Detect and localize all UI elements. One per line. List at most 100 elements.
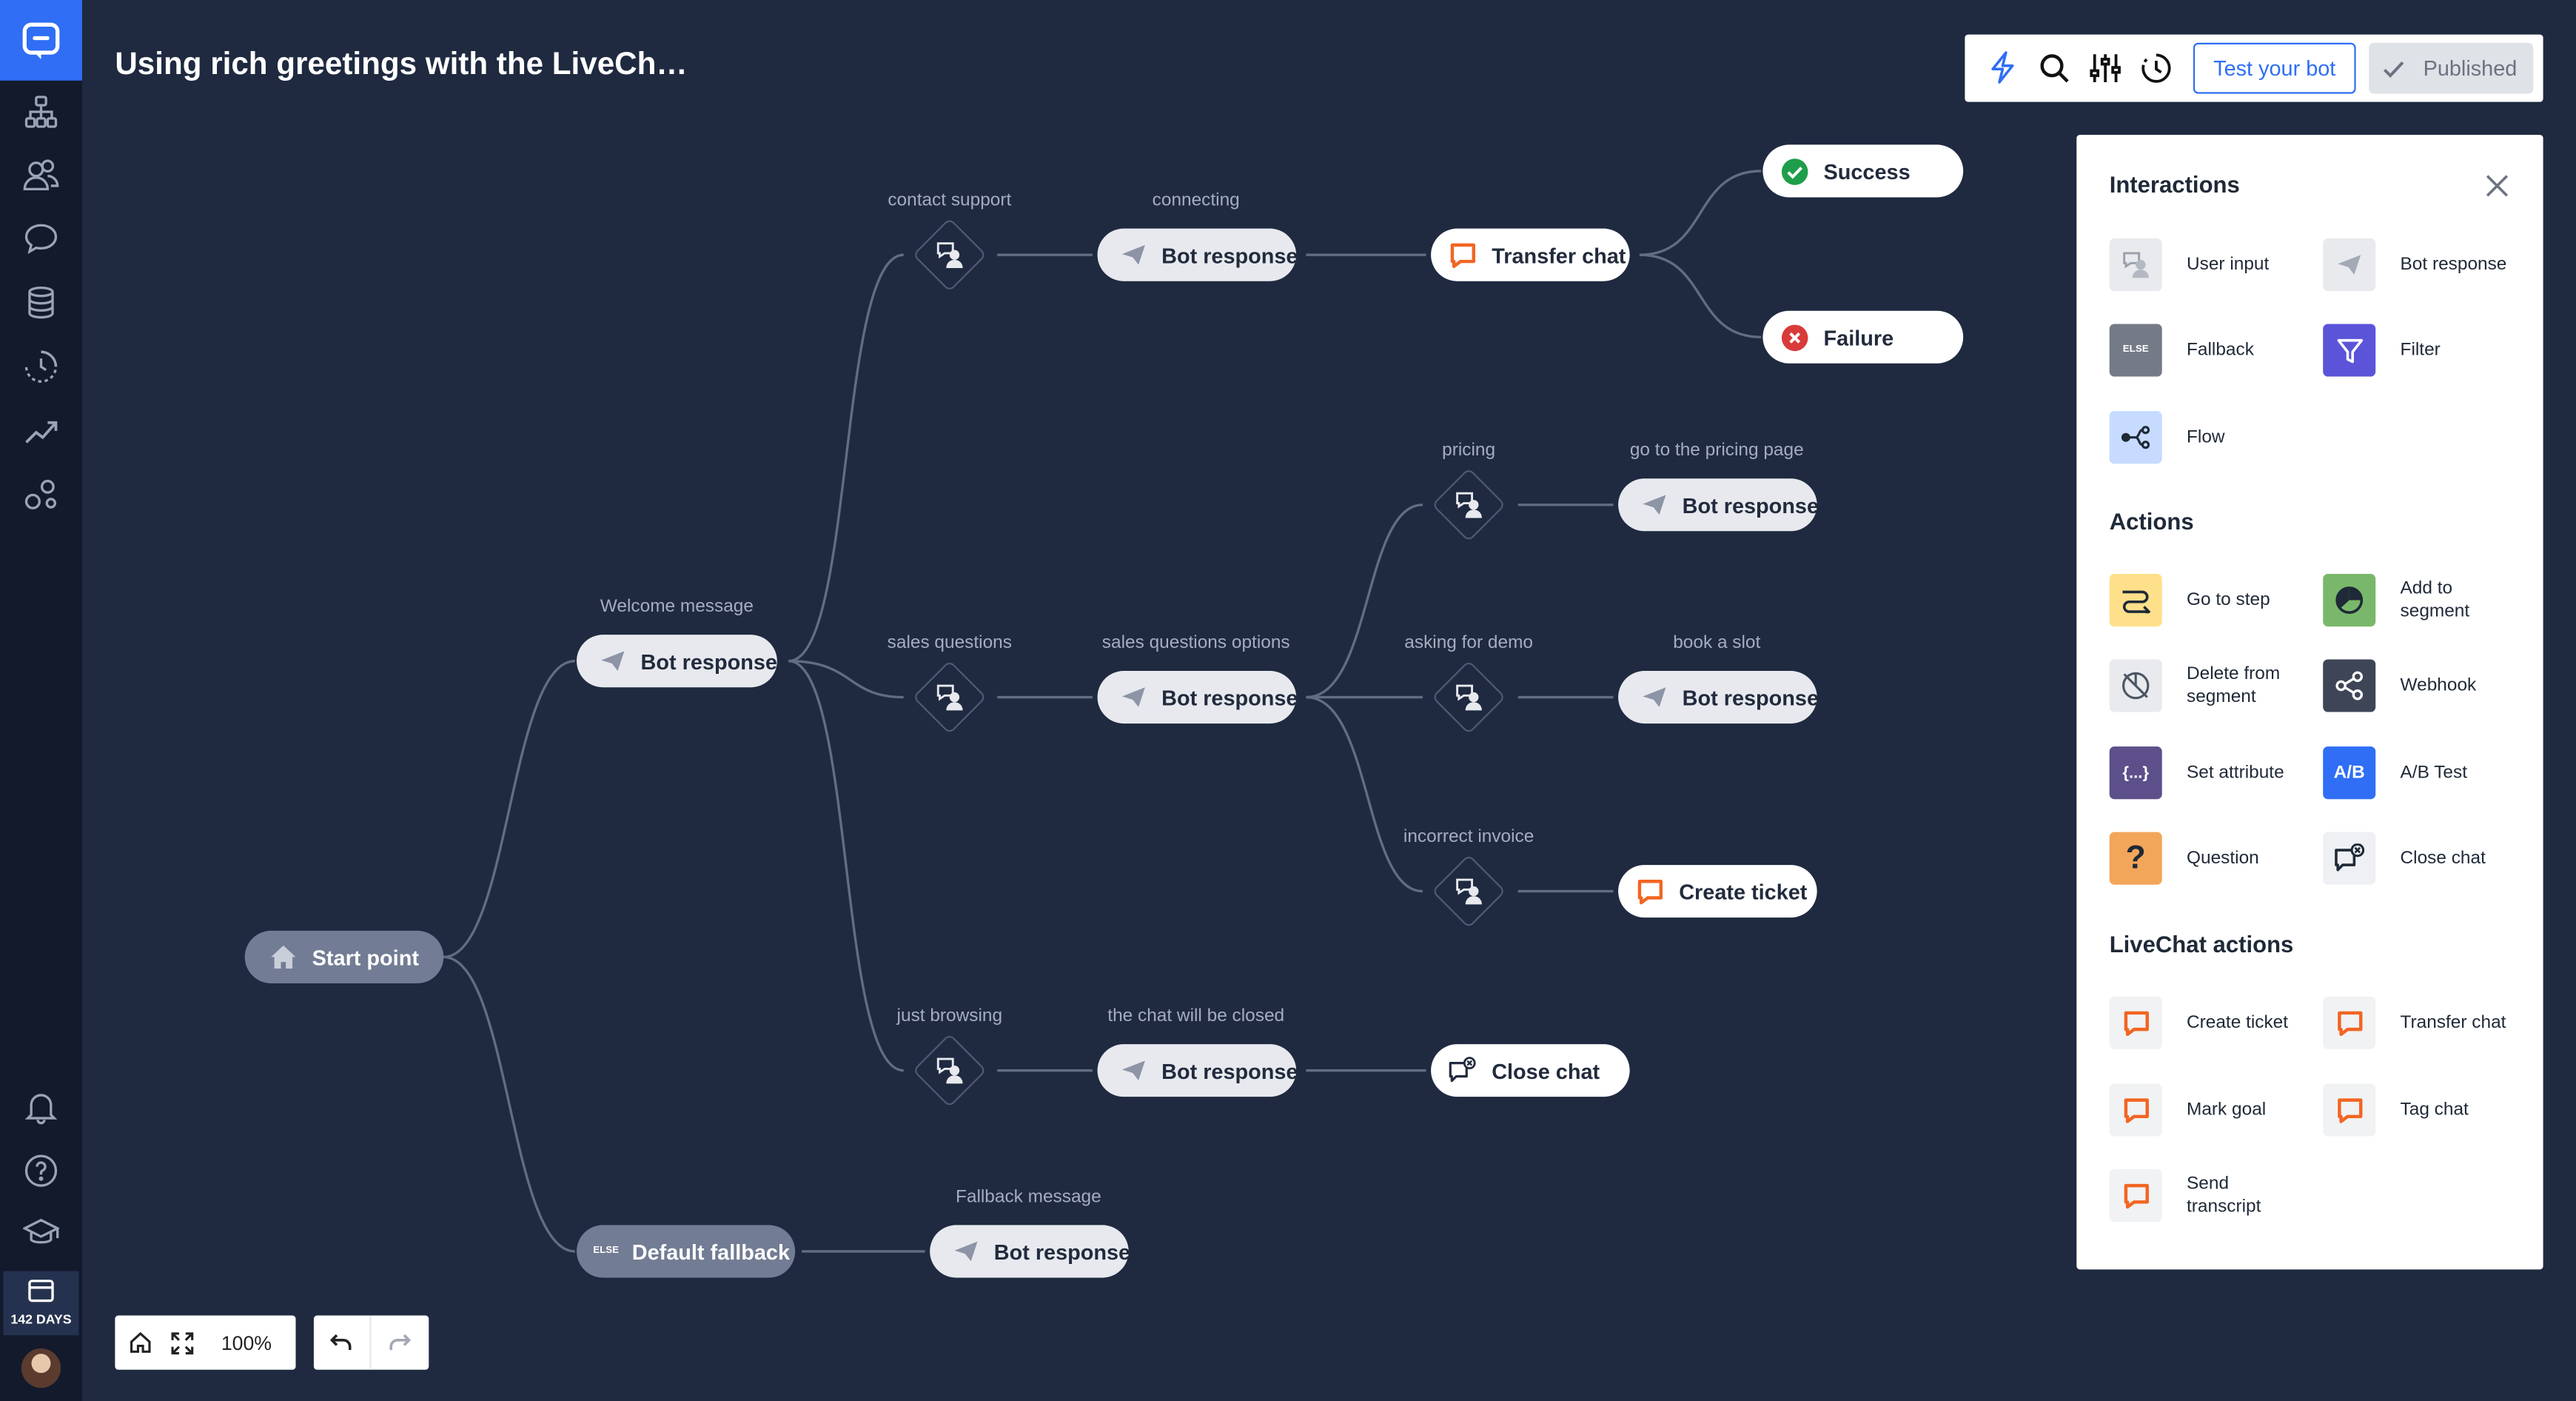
bot-response-node[interactable]: Bot response: [1097, 228, 1298, 281]
chat-bubble-icon: [2109, 996, 2162, 1049]
trial-days-label: 142 DAYS: [10, 1312, 72, 1328]
home-view-icon[interactable]: [115, 1316, 164, 1370]
bot-response-node[interactable]: Bot response: [1097, 671, 1298, 724]
livechat-create-ticket[interactable]: Create ticket: [2109, 996, 2305, 1049]
zoom-level[interactable]: 100%: [221, 1331, 272, 1354]
livechat-send-transcript[interactable]: Send transcript: [2109, 1168, 2305, 1222]
undo-icon[interactable]: [314, 1316, 369, 1370]
chat-bubble-icon: [2323, 1083, 2376, 1137]
transfer-chat-node[interactable]: Transfer chat: [1431, 228, 1630, 281]
interaction-label: User input: [2187, 255, 2270, 275]
search-icon[interactable]: [2037, 51, 2070, 84]
help-icon[interactable]: [21, 1151, 61, 1190]
close-chat-icon: [2323, 832, 2376, 885]
label-connecting: connecting: [1152, 190, 1240, 211]
chat-bubble-icon: [2109, 1168, 2162, 1222]
send-icon: [600, 646, 626, 676]
create-ticket-label: Create ticket: [1679, 878, 1808, 904]
failure-node[interactable]: Failure: [1762, 310, 1964, 364]
integrations-icon[interactable]: [21, 475, 61, 515]
published-button[interactable]: Published: [2369, 42, 2534, 94]
divider: [369, 1315, 372, 1370]
avatar[interactable]: [21, 1348, 61, 1388]
interaction-filter[interactable]: Filter: [2323, 324, 2518, 377]
lightning-icon[interactable]: [1986, 51, 2019, 84]
bot-response-label: Bot response: [1161, 242, 1298, 267]
action-label: Question: [2187, 848, 2259, 869]
action-delete-from-segment[interactable]: Delete from segment: [2109, 659, 2305, 712]
action-go-to-step[interactable]: Go to step: [2109, 574, 2305, 627]
action-close-chat[interactable]: Close chat: [2323, 832, 2518, 885]
livechat-tag-chat[interactable]: Tag chat: [2323, 1083, 2518, 1137]
success-node[interactable]: Success: [1762, 144, 1964, 198]
bot-response-node[interactable]: Bot response: [1097, 1044, 1298, 1097]
action-label: Add to segment: [2400, 578, 2470, 622]
interactions-heading: Interactions: [2109, 170, 2240, 198]
history-icon[interactable]: [21, 347, 61, 387]
action-question[interactable]: ? Question: [2109, 832, 2305, 885]
interaction-fallback[interactable]: ELSE Fallback: [2109, 324, 2305, 377]
interaction-label: Bot response: [2400, 255, 2507, 275]
user-input-icon: [930, 235, 969, 275]
fit-screen-icon[interactable]: [164, 1316, 201, 1370]
chat-bubble-icon: [1634, 877, 1664, 906]
action-label: Delete from segment: [2187, 664, 2281, 707]
interaction-bot-response[interactable]: Bot response: [2323, 238, 2518, 292]
failure-label: Failure: [1823, 324, 1894, 350]
livechat-label: Send transcript: [2187, 1174, 2261, 1217]
send-icon: [1121, 240, 1147, 270]
action-set-attribute[interactable]: {...} Set attribute: [2109, 746, 2305, 800]
test-bot-button[interactable]: Test your bot: [2193, 42, 2356, 94]
interaction-flow[interactable]: Flow: [2109, 411, 2305, 464]
redo-icon[interactable]: [372, 1316, 427, 1370]
action-add-to-segment[interactable]: Add to segment: [2323, 574, 2518, 627]
interaction-user-input[interactable]: User input: [2109, 238, 2305, 292]
livechat-label: Tag chat: [2400, 1100, 2469, 1120]
audience-icon[interactable]: [21, 155, 61, 194]
database-icon[interactable]: [21, 283, 61, 322]
bot-response-node[interactable]: Bot response: [577, 635, 777, 688]
check-icon: [2384, 60, 2404, 77]
bot-response-label: Bot response: [1161, 1057, 1298, 1083]
chat-bubble-icon: [2323, 996, 2376, 1049]
history-clock-icon[interactable]: [2139, 51, 2172, 84]
success-label: Success: [1823, 158, 1911, 184]
send-icon: [2323, 238, 2376, 292]
interaction-label: Flow: [2187, 427, 2225, 448]
chatbot-logo-icon[interactable]: [0, 0, 82, 81]
bot-response-node[interactable]: Bot response: [930, 1225, 1130, 1278]
user-input-icon: [930, 678, 969, 717]
start-point-node[interactable]: Start point: [244, 930, 444, 983]
bot-response-node[interactable]: Bot response: [1618, 478, 1819, 532]
create-ticket-node[interactable]: Create ticket: [1618, 865, 1817, 918]
action-webhook[interactable]: Webhook: [2323, 659, 2518, 712]
close-chat-node[interactable]: Close chat: [1431, 1044, 1630, 1097]
close-icon[interactable]: [2482, 171, 2512, 201]
default-fallback-label: Default fallback: [631, 1239, 791, 1264]
bot-response-label: Bot response: [640, 649, 777, 674]
bot-response-node[interactable]: Bot response: [1618, 671, 1819, 724]
send-icon: [1121, 683, 1147, 712]
billing-card-icon: [28, 1280, 54, 1303]
filter-icon: [2323, 324, 2376, 377]
livechat-mark-goal[interactable]: Mark goal: [2109, 1083, 2305, 1137]
action-ab-test[interactable]: A/B A/B Test: [2323, 746, 2518, 800]
notifications-icon[interactable]: [21, 1087, 61, 1126]
label-just-browsing: just browsing: [896, 1006, 1003, 1026]
undo-redo-controls: [313, 1315, 429, 1370]
actions-heading: Actions: [2109, 508, 2194, 535]
settings-sliders-icon[interactable]: [2088, 51, 2121, 84]
else-icon: ELSE: [593, 1246, 619, 1257]
flow-icon: [2109, 411, 2162, 464]
chats-icon[interactable]: [21, 218, 61, 258]
sidebar: 142 DAYS: [0, 0, 82, 1401]
default-fallback-node[interactable]: ELSE Default fallback: [577, 1225, 796, 1278]
bot-response-label: Bot response: [1682, 492, 1819, 518]
page-title: Using rich greetings with the LiveCh…: [115, 47, 688, 83]
livechat-transfer-chat[interactable]: Transfer chat: [2323, 996, 2518, 1049]
trial-badge[interactable]: 142 DAYS: [3, 1271, 79, 1336]
stories-icon[interactable]: [21, 92, 61, 131]
academy-icon[interactable]: [21, 1214, 61, 1253]
reports-icon[interactable]: [21, 411, 61, 450]
